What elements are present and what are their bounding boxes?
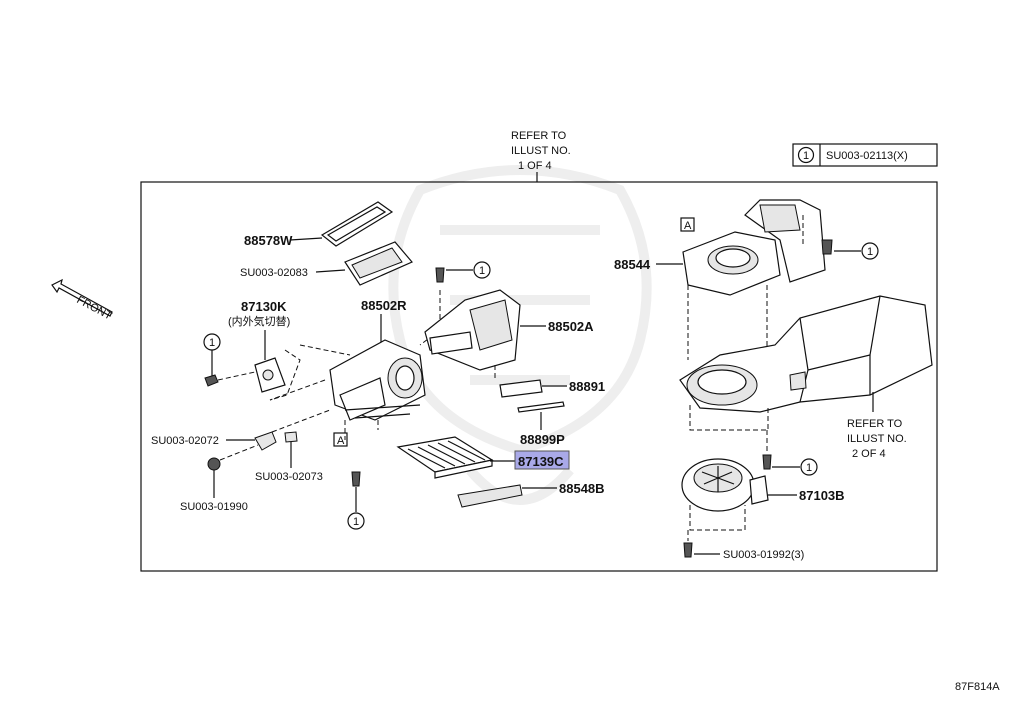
svg-text:87139C: 87139C bbox=[518, 454, 564, 469]
svg-text:88502R: 88502R bbox=[361, 298, 407, 313]
svg-text:REFER TO: REFER TO bbox=[847, 418, 903, 430]
part-blower-housing bbox=[679, 295, 933, 431]
part-88899P: 88899P bbox=[517, 401, 565, 447]
screw-icon bbox=[683, 542, 693, 558]
screw-icon bbox=[435, 267, 445, 283]
screw-icon bbox=[351, 471, 361, 487]
callout-circle-icon bbox=[347, 512, 365, 530]
svg-text:ILLUST NO.: ILLUST NO. bbox=[847, 433, 907, 445]
svg-text:1: 1 bbox=[209, 337, 215, 349]
callout-circle-icon bbox=[800, 458, 818, 476]
svg-text:ILLUST NO.: ILLUST NO. bbox=[511, 145, 571, 157]
callout-88544-screw: 1 bbox=[821, 239, 879, 260]
svg-text:A: A bbox=[684, 220, 692, 232]
refer-right: REFER TO ILLUST NO. 2 OF 4 bbox=[847, 418, 907, 460]
svg-text:1: 1 bbox=[479, 265, 485, 277]
callout-bottom-left: 1 bbox=[347, 471, 365, 530]
view-marker-A-right bbox=[680, 217, 695, 232]
callout-87130K-screw: 1 bbox=[203, 333, 256, 387]
svg-text:88899P: 88899P bbox=[520, 432, 565, 447]
front-arrow: FRONT bbox=[51, 278, 114, 323]
part-su003-02073: SU003-02073 bbox=[255, 431, 323, 483]
svg-text:SU003-01990: SU003-01990 bbox=[180, 501, 248, 513]
part-87130K: 87130K (内外気切替) bbox=[228, 299, 301, 401]
callout-circle-icon bbox=[797, 146, 815, 164]
part-su003-02072: SU003-02072 bbox=[151, 409, 331, 451]
screw-icon bbox=[204, 374, 219, 387]
svg-text:87103B: 87103B bbox=[799, 488, 845, 503]
svg-text:87130K: 87130K bbox=[241, 299, 287, 314]
part-su003-01992: SU003-01992(3) bbox=[683, 530, 804, 561]
svg-text:88891: 88891 bbox=[569, 379, 605, 394]
part-88544: 88544 A bbox=[614, 199, 826, 360]
svg-text:1: 1 bbox=[867, 246, 873, 258]
part-88502R: 88502R bbox=[269, 290, 441, 440]
legend-box: 1 SU003-02113(X) bbox=[792, 143, 938, 167]
highlight-87139C bbox=[514, 450, 570, 470]
svg-text:REFER TO: REFER TO bbox=[511, 130, 567, 142]
svg-text:88544: 88544 bbox=[614, 257, 651, 272]
svg-text:1: 1 bbox=[806, 462, 812, 474]
part-88891: 88891 bbox=[499, 379, 605, 398]
svg-text:1 OF 4: 1 OF 4 bbox=[518, 160, 552, 172]
part-88502A: 88502A bbox=[424, 289, 594, 380]
svg-text:SU003-01992(3): SU003-01992(3) bbox=[723, 549, 804, 561]
svg-text:88502A: 88502A bbox=[548, 319, 594, 334]
callout-blower-screw: 1 bbox=[762, 430, 818, 476]
screw-icon bbox=[821, 239, 833, 255]
part-88548B: 88548B bbox=[457, 481, 605, 508]
svg-text:(内外気切替): (内外気切替) bbox=[228, 314, 290, 328]
screw-icon bbox=[762, 454, 772, 470]
svg-text:FRONT: FRONT bbox=[75, 294, 114, 323]
figure-code: 87F814A bbox=[955, 681, 1000, 693]
callout-circle-icon bbox=[473, 261, 491, 279]
svg-text:SU003-02083: SU003-02083 bbox=[240, 267, 308, 279]
view-marker-A-left: A bbox=[333, 432, 348, 447]
svg-text:1: 1 bbox=[803, 150, 809, 162]
svg-text:1: 1 bbox=[353, 516, 359, 528]
diagram-frame bbox=[140, 181, 938, 572]
svg-text:SU003-02072: SU003-02072 bbox=[151, 435, 219, 447]
svg-text:SU003-02113(X): SU003-02113(X) bbox=[826, 150, 908, 162]
part-su003-01990: SU003-01990 bbox=[180, 444, 259, 513]
part-87103B: 87103B bbox=[681, 458, 845, 531]
callout-circle-icon bbox=[861, 242, 879, 260]
svg-text:88578W: 88578W bbox=[244, 233, 293, 248]
callout-88502R-screw: 1 bbox=[435, 261, 491, 283]
part-87139C: 87139C bbox=[396, 436, 570, 479]
svg-text:88548B: 88548B bbox=[559, 481, 605, 496]
part-88578W: 88578W bbox=[244, 201, 394, 248]
nut-icon bbox=[207, 457, 221, 471]
svg-text:SU003-02073: SU003-02073 bbox=[255, 471, 323, 483]
part-su003-02083: SU003-02083 bbox=[240, 241, 413, 286]
refer-top: REFER TO ILLUST NO. 1 OF 4 bbox=[511, 130, 571, 182]
svg-text:A: A bbox=[337, 435, 345, 447]
svg-text:2 OF 4: 2 OF 4 bbox=[852, 448, 886, 460]
